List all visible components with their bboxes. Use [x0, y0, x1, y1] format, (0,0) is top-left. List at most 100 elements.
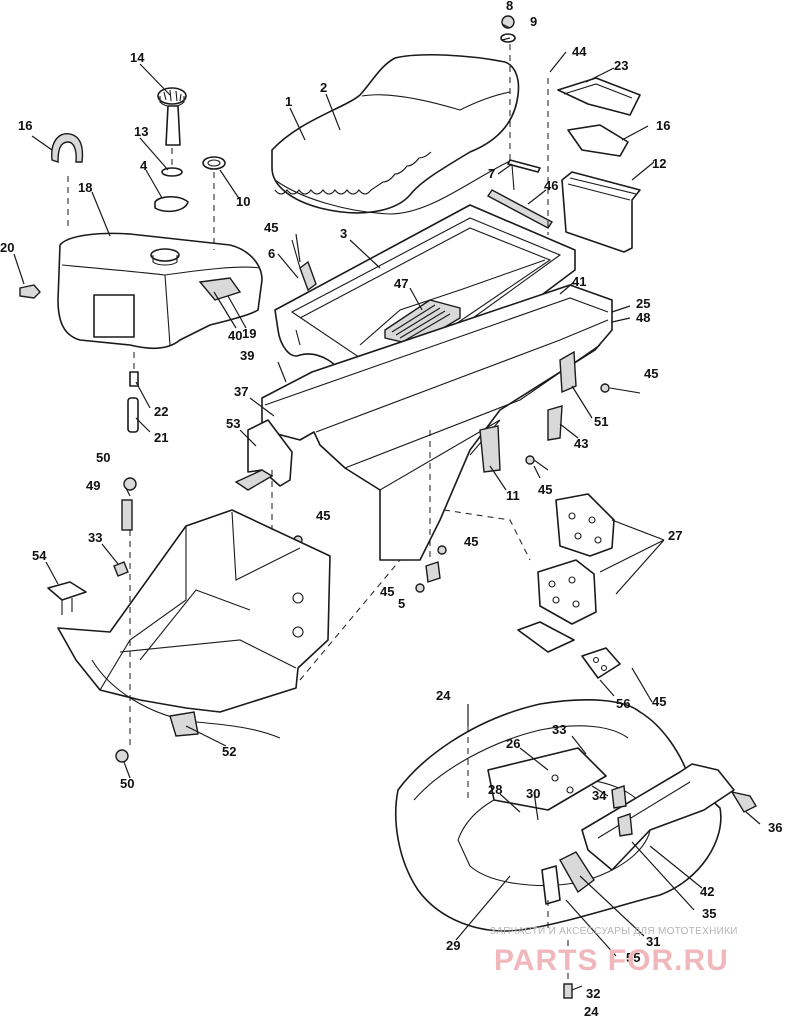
lock-nut — [123, 477, 137, 491]
front-bracket-plate — [234, 469, 274, 491]
fuel-cap — [154, 87, 226, 213]
filler-grommet — [202, 156, 226, 170]
callout-40: 40 — [228, 328, 242, 343]
console-box — [557, 77, 641, 253]
rear-bracket-plate — [559, 851, 595, 894]
callout-36: 36 — [768, 820, 782, 835]
fuel-cap-gasket — [161, 167, 183, 177]
rivets — [291, 239, 641, 593]
callout-6: 6 — [268, 246, 275, 261]
fuel-line — [127, 397, 139, 433]
callout-27: 27 — [668, 528, 682, 543]
callout-55: 55 — [626, 950, 640, 965]
callout-45-c: 45 — [538, 482, 552, 497]
callout-19: 19 — [242, 326, 256, 341]
callout-34: 34 — [592, 788, 607, 803]
callout-45-f: 45 — [380, 584, 394, 599]
leader-lines — [13, 23, 761, 991]
front-bracket — [247, 419, 293, 487]
plastic-rivet — [113, 561, 129, 577]
rear-rail — [581, 763, 735, 871]
watermark-logo: PARTS FOR.RU — [494, 944, 729, 977]
callout-52: 52 — [222, 744, 236, 759]
callout-46: 46 — [544, 178, 558, 193]
callout-4: 4 — [140, 158, 148, 173]
alignment-lines — [67, 44, 569, 984]
fuel-tank-filler-neck — [150, 248, 180, 262]
callout-21: 21 — [154, 430, 168, 445]
mounting-strip — [486, 189, 554, 229]
callout-37: 37 — [234, 384, 248, 399]
callout-49: 49 — [86, 478, 100, 493]
callout-24-lower: 24 — [584, 1004, 599, 1018]
callout-28: 28 — [488, 782, 502, 797]
callout-16-hose: 16 — [18, 118, 32, 133]
fuel-tank-gauge-pad — [198, 277, 242, 301]
callout-42: 42 — [700, 884, 714, 899]
callout-2: 2 — [320, 80, 327, 95]
callout-47: 47 — [394, 276, 408, 291]
clip — [611, 785, 627, 809]
mount-plate-rear — [487, 747, 607, 811]
callout-48: 48 — [636, 310, 650, 325]
callout-24-upper: 24 — [436, 688, 451, 703]
callout-53: 53 — [226, 416, 240, 431]
console-pad — [567, 124, 629, 157]
storage-mat-ribs — [391, 304, 451, 342]
clip-lower — [617, 813, 633, 837]
callout-3: 3 — [340, 226, 347, 241]
callout-18: 18 — [78, 180, 92, 195]
rear-bolt-plate — [541, 865, 561, 905]
fuel-line-clamp — [129, 371, 139, 387]
seat-strap — [507, 159, 541, 173]
callout-23: 23 — [614, 58, 628, 73]
hitch — [730, 790, 757, 813]
callout-30: 30 — [526, 786, 540, 801]
callout-5: 5 — [398, 596, 405, 611]
callout-35: 35 — [702, 906, 716, 921]
callout-20: 20 — [0, 240, 14, 255]
bottom-bolt — [563, 983, 573, 999]
callout-33-rear: 33 — [552, 722, 566, 737]
lock-nut-lower — [115, 749, 129, 763]
rear-bumper-assembly — [395, 699, 757, 999]
fuel-tank-decal — [93, 294, 135, 338]
callout-56: 56 — [616, 696, 630, 711]
callout-25: 25 — [636, 296, 650, 311]
side-bracket — [559, 350, 577, 394]
callout-39: 39 — [240, 348, 254, 363]
callout-8: 8 — [506, 0, 513, 13]
callout-45-e: 45 — [464, 534, 478, 549]
callout-33-front: 33 — [88, 530, 102, 545]
callout-50-lower: 50 — [120, 776, 134, 791]
callout-45-g: 45 — [652, 694, 666, 709]
callout-14: 14 — [130, 50, 145, 65]
callout-26: 26 — [506, 736, 520, 751]
callout-9: 9 — [530, 14, 537, 29]
nut — [501, 15, 515, 29]
callout-45-d: 45 — [316, 508, 330, 523]
callout-13: 13 — [134, 124, 148, 139]
callout-32: 32 — [586, 986, 600, 1001]
callout-54: 54 — [32, 548, 47, 563]
fuel-gauge-stem — [165, 105, 181, 146]
watermark: ЗАПЧАСТИ И АКСЕССУАРЫ ДЛЯ МОТОТЕХНИКИ PA… — [490, 926, 738, 977]
callout-41: 41 — [572, 274, 586, 289]
callout-11: 11 — [506, 488, 520, 503]
front-footwell-pan — [57, 509, 331, 739]
callout-51: 51 — [594, 414, 608, 429]
reflector — [547, 405, 563, 441]
callout-7: 7 — [488, 166, 495, 181]
callout-labels: 1 2 3 4 5 6 7 8 9 10 11 12 13 14 16 16 1… — [0, 0, 782, 1018]
rear-bracket — [479, 425, 501, 473]
callout-45-b: 45 — [644, 366, 658, 381]
fuel-tank — [57, 232, 263, 350]
callout-44: 44 — [572, 44, 587, 59]
side-plates — [517, 493, 621, 679]
watermark-caption: ЗАПЧАСТИ И АКСЕССУАРЫ ДЛЯ МОТОТЕХНИКИ — [490, 926, 738, 937]
callout-43: 43 — [574, 436, 588, 451]
seat — [271, 53, 520, 215]
vent-hose — [51, 133, 84, 163]
callout-1: 1 — [285, 94, 292, 109]
